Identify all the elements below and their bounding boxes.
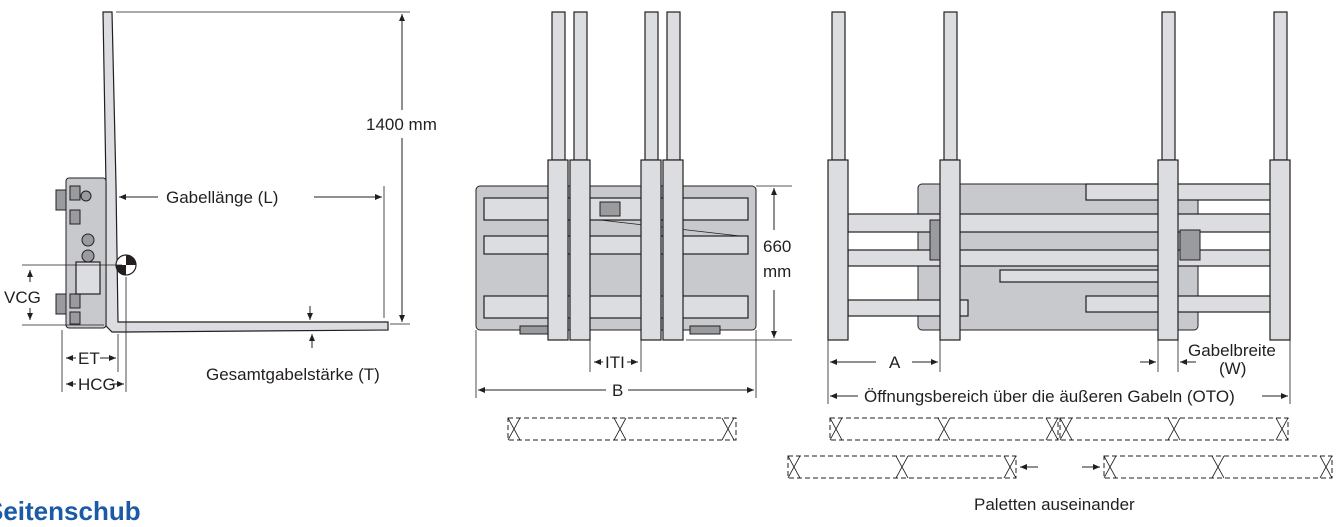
- pallets-closed: [507, 417, 737, 441]
- carriage-side: [55, 177, 107, 329]
- front-view-closed: 660 mm ITI B: [475, 11, 792, 441]
- fork-length-label: Gabellänge (L): [166, 188, 278, 207]
- vcg-label: VCG: [4, 288, 41, 307]
- pallets-apart-label: Paletten auseinander: [974, 495, 1135, 514]
- fork-side-profile: [102, 11, 389, 333]
- iti-label: ITI: [605, 353, 625, 372]
- front-forks-open: [827, 11, 1291, 341]
- front-forks-closed: [547, 11, 684, 341]
- front-view-open: A Gabelbreite (W) Öffnungsbereich über d…: [787, 11, 1333, 514]
- side-view: 1400 mm Gabellänge (L) VCG ET HCG Gesamt…: [4, 11, 442, 394]
- et-label: ET: [78, 349, 100, 368]
- a-label: A: [889, 353, 901, 372]
- fork-width-label: Gabelbreite: [1188, 341, 1276, 360]
- oto-label: Öffnungsbereich über die äußeren Gabeln …: [864, 387, 1235, 406]
- height-660-label: 660: [763, 237, 791, 256]
- pallets-apart-row: [787, 455, 1333, 479]
- b-label: B: [612, 381, 623, 400]
- height-1400-label: 1400 mm: [366, 115, 437, 134]
- fork-width-symbol: (W): [1219, 359, 1246, 378]
- section-heading: Seitenschub: [0, 496, 141, 526]
- total-fork-thickness-label: Gesamtgabelstärke (T): [206, 365, 380, 384]
- center-of-gravity-icon: [115, 254, 137, 276]
- pallets-open-row: [829, 417, 1289, 441]
- hcg-label: HCG: [78, 375, 116, 394]
- height-660-unit: mm: [763, 262, 791, 281]
